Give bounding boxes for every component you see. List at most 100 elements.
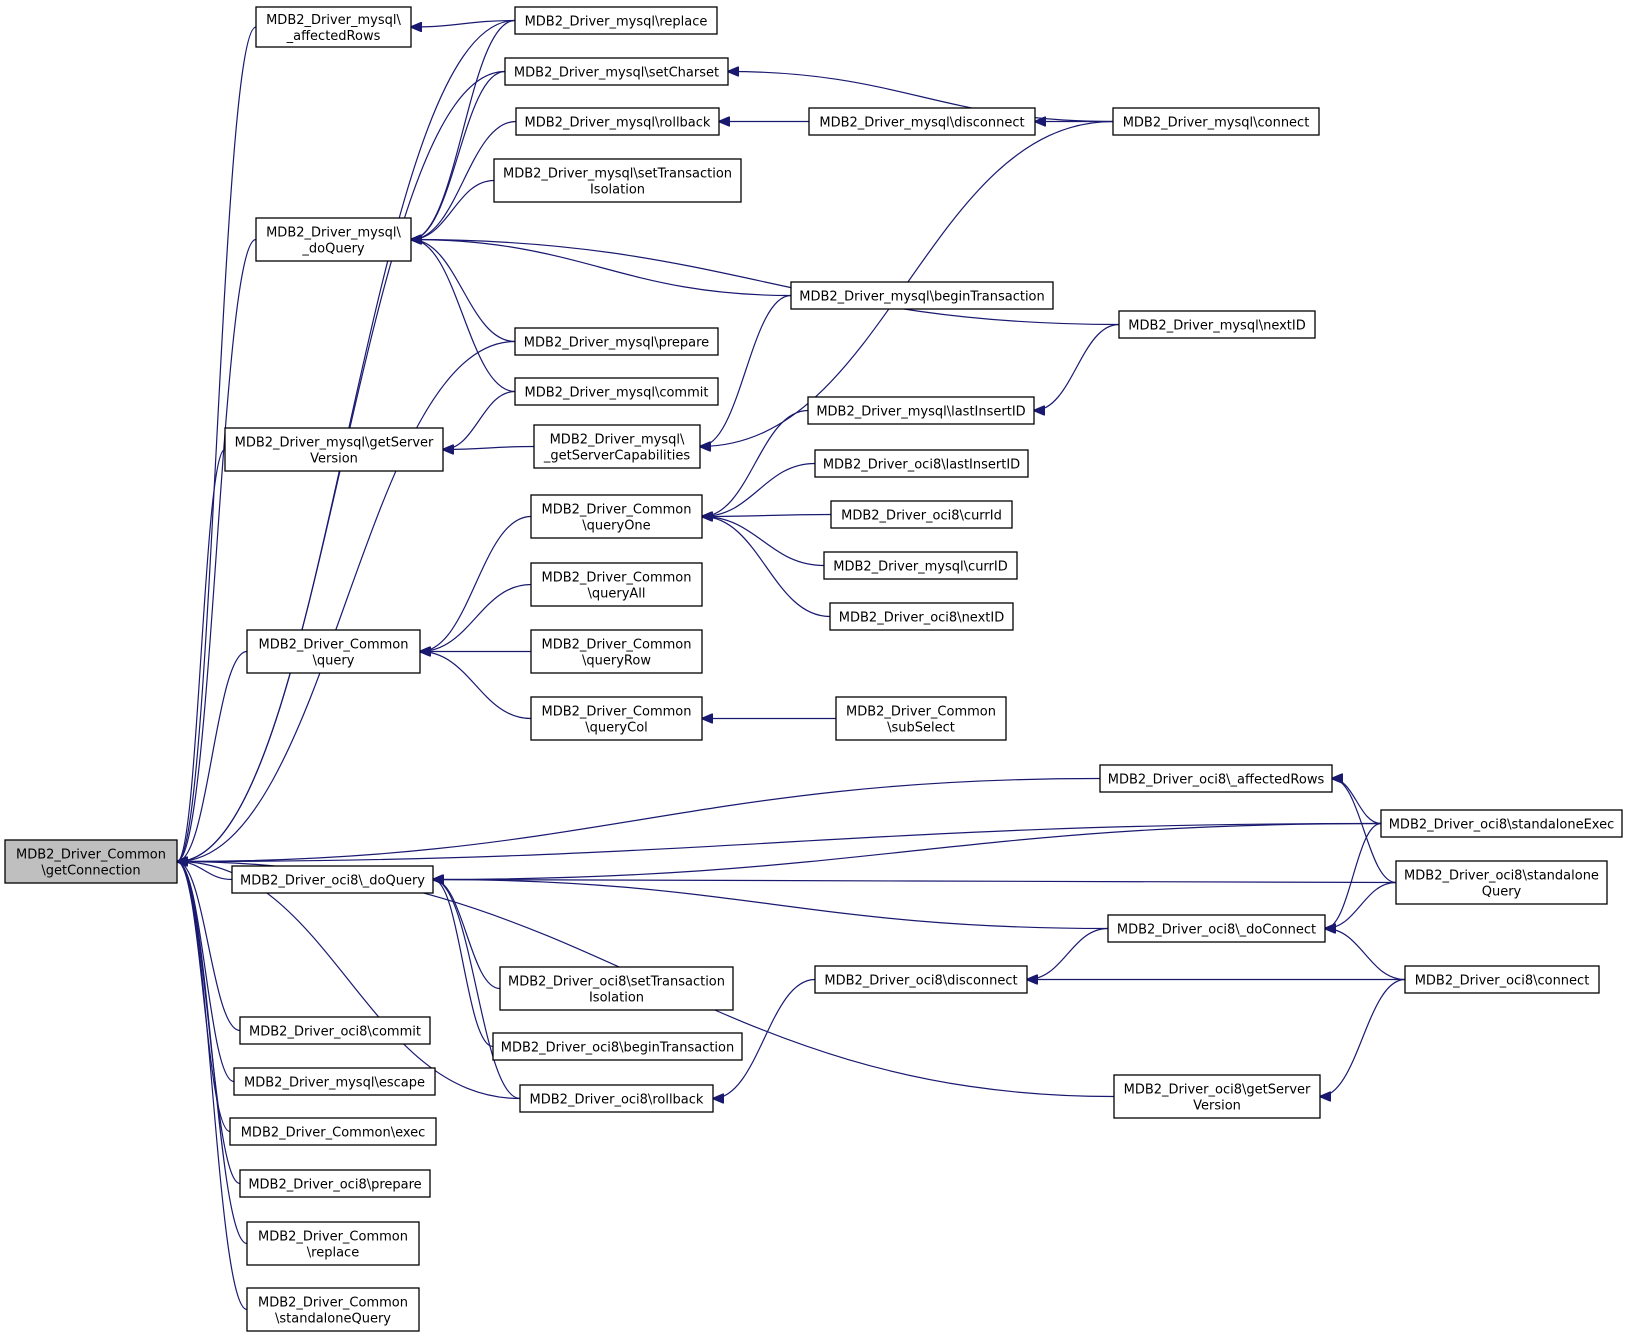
node-oci_doConnect[interactable]: MDB2_Driver_oci8\_doConnect	[1107, 914, 1326, 943]
node-box[interactable]	[224, 427, 444, 472]
node-label: MDB2_Driver_Common	[846, 705, 996, 720]
node-box[interactable]	[229, 1117, 437, 1146]
node-oci_standaloneQuery[interactable]: MDB2_Driver_oci8\standaloneQuery	[1395, 860, 1608, 905]
node-my_nextID[interactable]: MDB2_Driver_mysql\nextID	[1118, 310, 1316, 339]
node-box[interactable]	[1112, 107, 1320, 136]
node-box[interactable]	[1395, 860, 1608, 905]
node-box[interactable]	[790, 281, 1054, 310]
node-box[interactable]	[1113, 1074, 1321, 1119]
node-label: MDB2_Driver_oci8\setTransaction	[508, 975, 725, 990]
node-my_prepare[interactable]: MDB2_Driver_mysql\prepare	[514, 327, 719, 356]
node-my_connect[interactable]: MDB2_Driver_mysql\connect	[1112, 107, 1320, 136]
node-box[interactable]	[246, 1287, 420, 1332]
node-box[interactable]	[1404, 965, 1600, 994]
node-box[interactable]	[533, 424, 701, 469]
node-label: \getConnection	[41, 864, 140, 879]
node-label: Isolation	[589, 991, 644, 1006]
node-box[interactable]	[493, 158, 742, 203]
node-my_rollback[interactable]: MDB2_Driver_mysql\rollback	[515, 107, 720, 136]
node-box[interactable]	[499, 966, 734, 1011]
node-box[interactable]	[1107, 914, 1326, 943]
node-oci_doQuery[interactable]: MDB2_Driver_oci8\_doQuery	[231, 865, 434, 894]
node-box[interactable]	[814, 449, 1029, 478]
node-my_disconnect[interactable]: MDB2_Driver_mysql\disconnect	[808, 107, 1036, 136]
node-box[interactable]	[1118, 310, 1316, 339]
node-root[interactable]: MDB2_Driver_Common\getConnection	[4, 839, 178, 884]
node-box[interactable]	[255, 6, 412, 48]
node-box[interactable]	[246, 629, 421, 674]
node-label: \queryAll	[587, 587, 645, 602]
node-box[interactable]	[492, 1032, 743, 1061]
node-box[interactable]	[530, 494, 703, 539]
node-oci_connect[interactable]: MDB2_Driver_oci8\connect	[1404, 965, 1600, 994]
node-my_affectedRows[interactable]: MDB2_Driver_mysql\_affectedRows	[255, 6, 412, 48]
node-box[interactable]	[835, 696, 1007, 741]
node-com_replace[interactable]: MDB2_Driver_Common\replace	[246, 1221, 420, 1266]
node-label: MDB2_Driver_mysql\lastInsertID	[816, 405, 1025, 420]
node-my_doQuery[interactable]: MDB2_Driver_mysql\_doQuery	[255, 217, 412, 262]
node-com_exec[interactable]: MDB2_Driver_Common\exec	[229, 1117, 437, 1146]
node-box[interactable]	[4, 839, 178, 884]
node-my_getServerCap[interactable]: MDB2_Driver_mysql\_getServerCapabilities	[533, 424, 701, 469]
node-box[interactable]	[1380, 809, 1623, 838]
node-box[interactable]	[807, 396, 1035, 425]
node-label: MDB2_Driver_oci8\lastInsertID	[823, 458, 1020, 473]
node-box[interactable]	[514, 377, 719, 406]
node-oci_standaloneExec[interactable]: MDB2_Driver_oci8\standaloneExec	[1380, 809, 1623, 838]
node-box[interactable]	[808, 107, 1036, 136]
node-box[interactable]	[239, 1169, 431, 1198]
node-my_replace[interactable]: MDB2_Driver_mysql\replace	[514, 6, 718, 35]
node-oci_nextID[interactable]: MDB2_Driver_oci8\nextID	[829, 602, 1014, 631]
node-box[interactable]	[246, 1221, 420, 1266]
edge-oci_standaloneExec-to-oci_doConnect	[1325, 822, 1382, 929]
node-my_commit[interactable]: MDB2_Driver_mysql\commit	[514, 377, 719, 406]
node-my_lastInsertID[interactable]: MDB2_Driver_mysql\lastInsertID	[807, 396, 1035, 425]
node-com_queryAll[interactable]: MDB2_Driver_Common\queryAll	[530, 562, 703, 607]
node-box[interactable]	[530, 629, 703, 674]
node-box[interactable]	[515, 107, 720, 136]
node-my_currID[interactable]: MDB2_Driver_mysql\currID	[823, 551, 1018, 580]
node-com_queryCol[interactable]: MDB2_Driver_Common\queryCol	[530, 696, 703, 741]
node-oci_commit[interactable]: MDB2_Driver_oci8\commit	[239, 1016, 431, 1045]
node-com_standaloneQuery[interactable]: MDB2_Driver_Common\standaloneQuery	[246, 1287, 420, 1332]
node-box[interactable]	[514, 6, 718, 35]
node-label: MDB2_Driver_Common	[542, 571, 692, 586]
node-box[interactable]	[514, 327, 719, 356]
node-oci_affectedRows[interactable]: MDB2_Driver_oci8\_affectedRows	[1099, 764, 1333, 793]
node-box[interactable]	[829, 602, 1014, 631]
node-my_setTransIso[interactable]: MDB2_Driver_mysql\setTransactionIsolatio…	[493, 158, 742, 203]
edge-oci_commit-to-root	[177, 862, 241, 1032]
node-my_setCharset[interactable]: MDB2_Driver_mysql\setCharset	[504, 57, 729, 86]
node-label: MDB2_Driver_Common	[542, 638, 692, 653]
node-oci_prepare[interactable]: MDB2_Driver_oci8\prepare	[239, 1169, 431, 1198]
node-box[interactable]	[255, 217, 412, 262]
node-box[interactable]	[823, 551, 1018, 580]
node-box[interactable]	[504, 57, 729, 86]
node-oci_rollback[interactable]: MDB2_Driver_oci8\rollback	[519, 1084, 714, 1113]
node-box[interactable]	[231, 865, 434, 894]
node-my_escape[interactable]: MDB2_Driver_mysql\escape	[233, 1067, 436, 1096]
node-com_subSelect[interactable]: MDB2_Driver_Common\subSelect	[835, 696, 1007, 741]
node-box[interactable]	[233, 1067, 436, 1096]
node-com_query[interactable]: MDB2_Driver_Common\query	[246, 629, 421, 674]
node-box[interactable]	[814, 965, 1028, 994]
edge-oci_affectedRows-to-root	[177, 777, 1101, 862]
node-com_queryOne[interactable]: MDB2_Driver_Common\queryOne	[530, 494, 703, 539]
node-box[interactable]	[530, 562, 703, 607]
node-oci_disconnect[interactable]: MDB2_Driver_oci8\disconnect	[814, 965, 1028, 994]
node-box[interactable]	[1099, 764, 1333, 793]
node-oci_currId[interactable]: MDB2_Driver_oci8\currId	[830, 500, 1013, 529]
node-my_beginTrans[interactable]: MDB2_Driver_mysql\beginTransaction	[790, 281, 1054, 310]
edge-my_beginTrans-to-my_doQuery	[411, 240, 792, 297]
node-label: MDB2_Driver_Common	[542, 705, 692, 720]
node-oci_lastInsertID[interactable]: MDB2_Driver_oci8\lastInsertID	[814, 449, 1029, 478]
node-com_queryRow[interactable]: MDB2_Driver_Common\queryRow	[530, 629, 703, 674]
node-box[interactable]	[530, 696, 703, 741]
node-box[interactable]	[830, 500, 1013, 529]
node-oci_beginTrans[interactable]: MDB2_Driver_oci8\beginTransaction	[492, 1032, 743, 1061]
node-box[interactable]	[519, 1084, 714, 1113]
node-box[interactable]	[239, 1016, 431, 1045]
